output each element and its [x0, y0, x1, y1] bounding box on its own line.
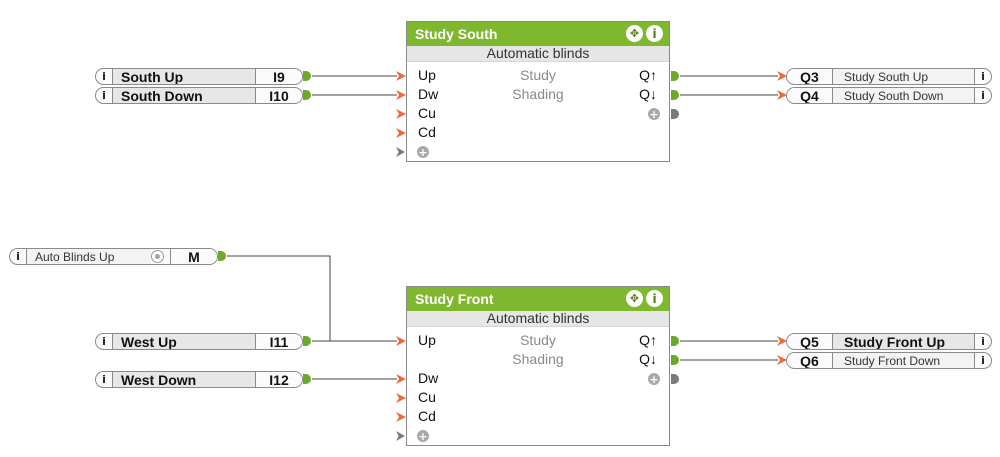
output-code: Q4 — [787, 88, 832, 103]
input-code: I12 — [256, 372, 302, 387]
block-subtitle: Automatic blinds — [407, 46, 669, 62]
info-icon[interactable]: i — [981, 89, 985, 102]
block-center-line-2: Shading — [512, 351, 564, 367]
output-study-front-up[interactable]: Q5 Study Front Up i — [786, 333, 992, 350]
input-connector[interactable] — [777, 71, 787, 81]
block-title: Study South — [415, 26, 498, 42]
input-name: South Down — [112, 88, 256, 103]
info-icon[interactable]: i — [102, 70, 106, 83]
move-icon[interactable]: ✥ — [626, 25, 643, 42]
move-icon[interactable]: ✥ — [626, 290, 643, 307]
output-connector[interactable] — [303, 374, 311, 384]
wire-m-up — [227, 255, 397, 342]
output-study-south-up[interactable]: Q3 Study South Up i — [786, 68, 992, 85]
output-connector-qup[interactable] — [671, 336, 679, 346]
info-icon[interactable]: i — [646, 25, 663, 42]
input-connector[interactable] — [777, 355, 787, 365]
input-south-down[interactable]: i South Down I10 — [95, 87, 303, 104]
add-output-icon[interactable]: + — [648, 107, 660, 121]
output-name: Study Front Down — [832, 353, 975, 368]
input-name: West Down — [112, 372, 256, 387]
input-label-up: Up — [418, 332, 436, 348]
output-connector-qdown[interactable] — [671, 355, 679, 365]
info-icon[interactable]: i — [16, 250, 20, 263]
add-output-icon[interactable]: + — [648, 372, 660, 386]
output-code: Q5 — [787, 334, 832, 349]
input-connector-cd[interactable] — [396, 412, 406, 422]
output-name: Study South Up — [832, 69, 975, 84]
input-south-up[interactable]: i South Up I9 — [95, 68, 303, 85]
block-header[interactable]: Study South ✥ i — [407, 22, 669, 46]
input-label-cd: Cd — [418, 408, 436, 424]
input-west-down[interactable]: i West Down I12 — [95, 371, 303, 388]
input-connector-extra[interactable] — [396, 431, 405, 441]
input-code: M — [170, 249, 217, 264]
input-connector-extra[interactable] — [396, 147, 405, 157]
block-title: Study Front — [415, 291, 494, 307]
input-label-cu: Cu — [418, 389, 436, 405]
info-icon[interactable]: i — [102, 89, 106, 102]
block-subtitle: Automatic blinds — [407, 311, 669, 327]
input-connector-cu[interactable] — [396, 109, 406, 119]
output-connector[interactable] — [303, 71, 311, 81]
block-center-line-1: Study — [520, 332, 556, 348]
input-name: West Up — [112, 334, 256, 349]
input-auto-blinds-up[interactable]: i Auto Blinds Up M — [9, 248, 218, 265]
radio-icon[interactable] — [151, 250, 164, 263]
output-name: Study South Down — [832, 88, 975, 103]
input-label-cd: Cd — [418, 124, 436, 140]
input-west-up[interactable]: i West Up I11 — [95, 333, 303, 350]
output-label-qup: Q↑ — [639, 332, 657, 348]
output-connector[interactable] — [303, 336, 311, 346]
output-label-qdown: Q↓ — [639, 351, 657, 367]
input-name: Auto Blinds Up — [26, 249, 151, 264]
output-connector[interactable] — [303, 90, 311, 100]
input-code: I10 — [256, 88, 302, 103]
block-header[interactable]: Study Front ✥ i — [407, 287, 669, 311]
input-connector[interactable] — [777, 336, 787, 346]
output-code: Q6 — [787, 353, 832, 368]
input-connector-up[interactable] — [396, 71, 406, 81]
info-icon[interactable]: i — [981, 335, 985, 348]
info-icon[interactable]: i — [981, 70, 985, 83]
output-study-south-down[interactable]: Q4 Study South Down i — [786, 87, 992, 104]
input-connector-dw[interactable] — [396, 374, 406, 384]
add-input-icon[interactable]: + — [417, 429, 429, 443]
input-code: I9 — [256, 69, 302, 84]
input-label-cu: Cu — [418, 105, 436, 121]
block-center-line-1: Study — [520, 67, 556, 83]
output-connector-qdown[interactable] — [671, 90, 679, 100]
input-code: I11 — [256, 334, 302, 349]
input-connector-cu[interactable] — [396, 393, 406, 403]
info-icon[interactable]: i — [102, 373, 106, 386]
output-code: Q3 — [787, 69, 832, 84]
input-connector-dw[interactable] — [396, 90, 406, 100]
input-connector-up[interactable] — [396, 336, 406, 346]
block-center-line-2: Shading — [512, 86, 564, 102]
input-connector-cd[interactable] — [396, 128, 406, 138]
add-input-icon[interactable]: + — [417, 145, 429, 159]
input-connector[interactable] — [777, 90, 787, 100]
output-connector-extra[interactable] — [671, 374, 679, 384]
input-label-dw: Dw — [418, 86, 439, 102]
output-connector-extra[interactable] — [671, 109, 679, 119]
info-icon[interactable]: i — [646, 290, 663, 307]
input-name: South Up — [112, 69, 256, 84]
output-connector[interactable] — [218, 251, 226, 261]
output-label-qup: Q↑ — [639, 67, 657, 83]
output-label-qdown: Q↓ — [639, 86, 657, 102]
input-label-dw: Dw — [418, 370, 439, 386]
info-icon[interactable]: i — [102, 335, 106, 348]
output-name: Study Front Up — [832, 334, 975, 349]
output-connector-qup[interactable] — [671, 71, 679, 81]
info-icon[interactable]: i — [981, 354, 985, 367]
function-block-study-front[interactable]: Study Front ✥ i Automatic blinds Up Dw C… — [406, 286, 670, 446]
input-label-up: Up — [418, 67, 436, 83]
function-block-study-south[interactable]: Study South ✥ i Automatic blinds Up Dw C… — [406, 21, 670, 162]
output-study-front-down[interactable]: Q6 Study Front Down i — [786, 352, 992, 369]
